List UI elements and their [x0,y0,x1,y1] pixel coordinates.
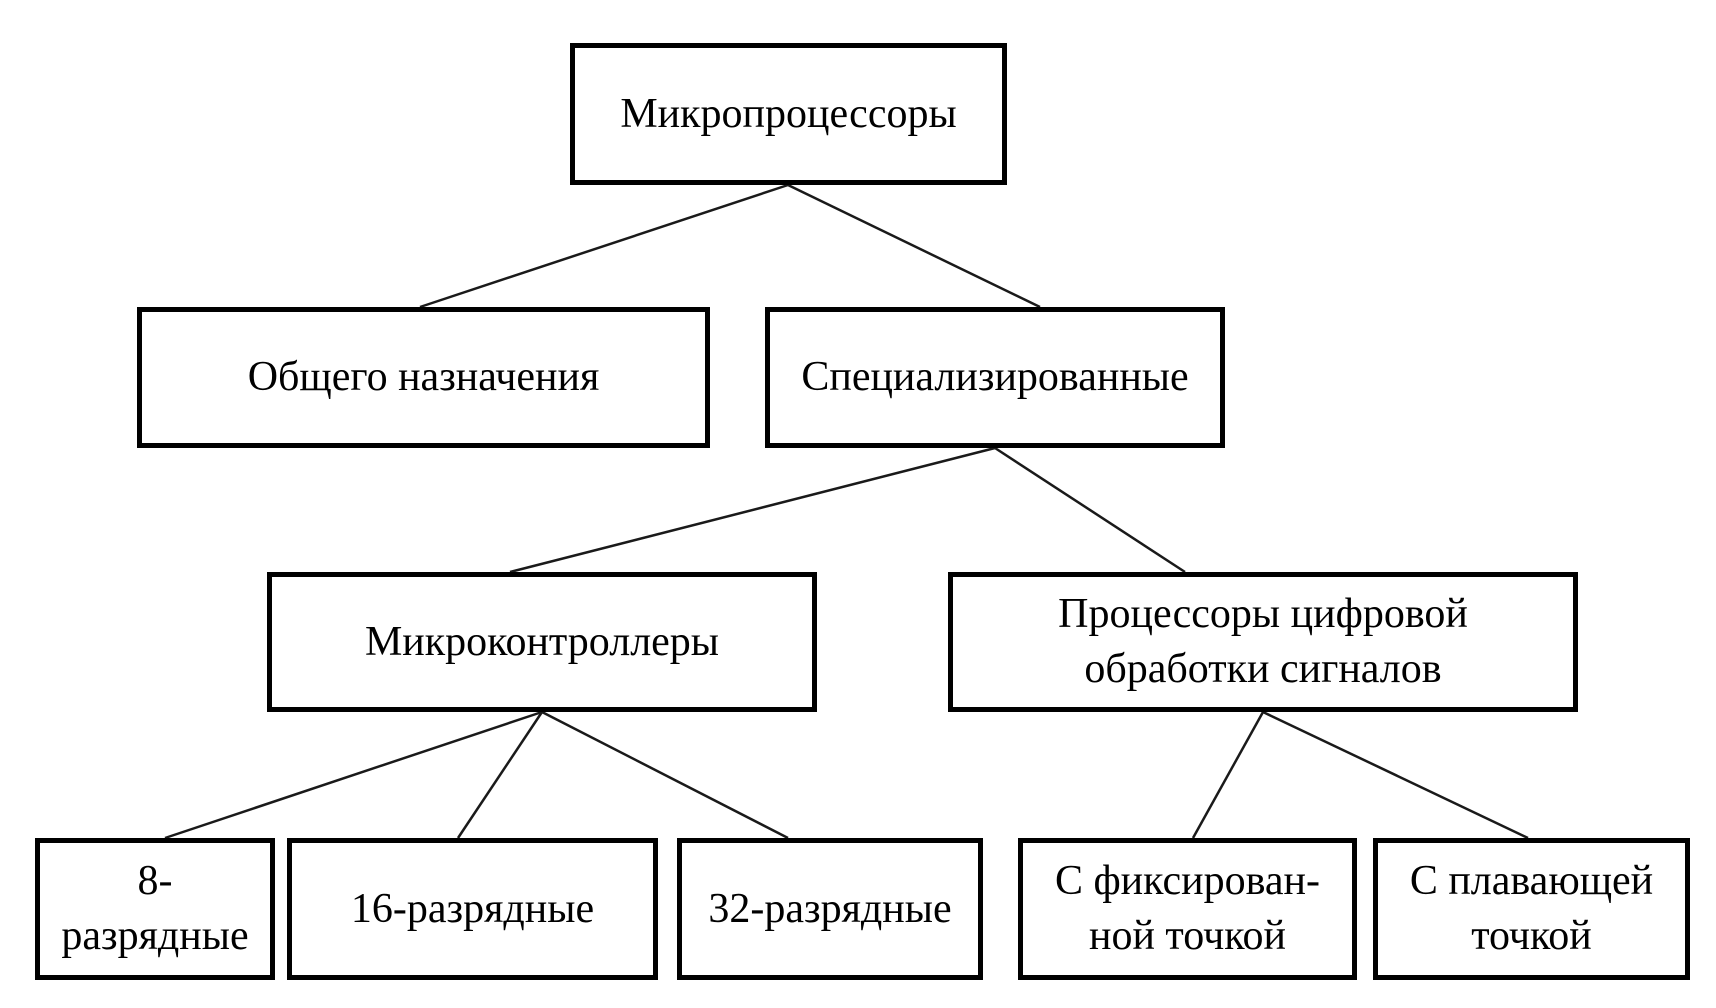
node-digital-signal-processors: Процессоры цифровой обработки сигналов [948,572,1578,712]
node-general-purpose-label: Общего назначения [247,354,600,401]
node-floating-point: С плавающей точкой [1373,838,1690,980]
edge-mcu-bit8 [164,710,543,840]
node-16-bit-label: 16-разрядные [350,885,595,932]
node-microprocessors-label: Микропроцессоры [620,90,957,137]
node-32-bit-label: 32-разрядные [708,885,952,932]
edge-root-special [787,183,1041,309]
node-fixed-point-label: С фиксирован- ной точкой [1054,858,1321,959]
node-general-purpose: Общего назначения [137,307,710,448]
edge-dsp-floating [1262,710,1529,840]
node-microcontrollers: Микроконтроллеры [267,572,817,712]
node-floating-point-label: С плавающей точкой [1409,858,1654,959]
edge-root-general [419,183,789,309]
node-8-bit: 8-разрядные [35,838,275,980]
node-16-bit: 16-разрядные [287,838,658,980]
node-32-bit: 32-разрядные [677,838,983,980]
node-microprocessors: Микропроцессоры [570,43,1007,185]
edge-special-dsp [994,446,1186,574]
node-specialized: Специализированные [765,307,1225,448]
edge-special-mcu [509,446,996,574]
node-specialized-label: Специализированные [801,354,1189,401]
edge-mcu-bit16 [456,711,544,839]
node-microcontrollers-label: Микроконтроллеры [364,618,720,665]
edge-dsp-fixed [1191,711,1265,839]
node-digital-signal-processors-label: Процессоры цифровой обработки сигналов [1058,591,1468,692]
node-fixed-point: С фиксирован- ной точкой [1018,838,1357,980]
node-8-bit-label: 8-разрядные [61,858,249,959]
edge-mcu-bit32 [541,710,789,840]
